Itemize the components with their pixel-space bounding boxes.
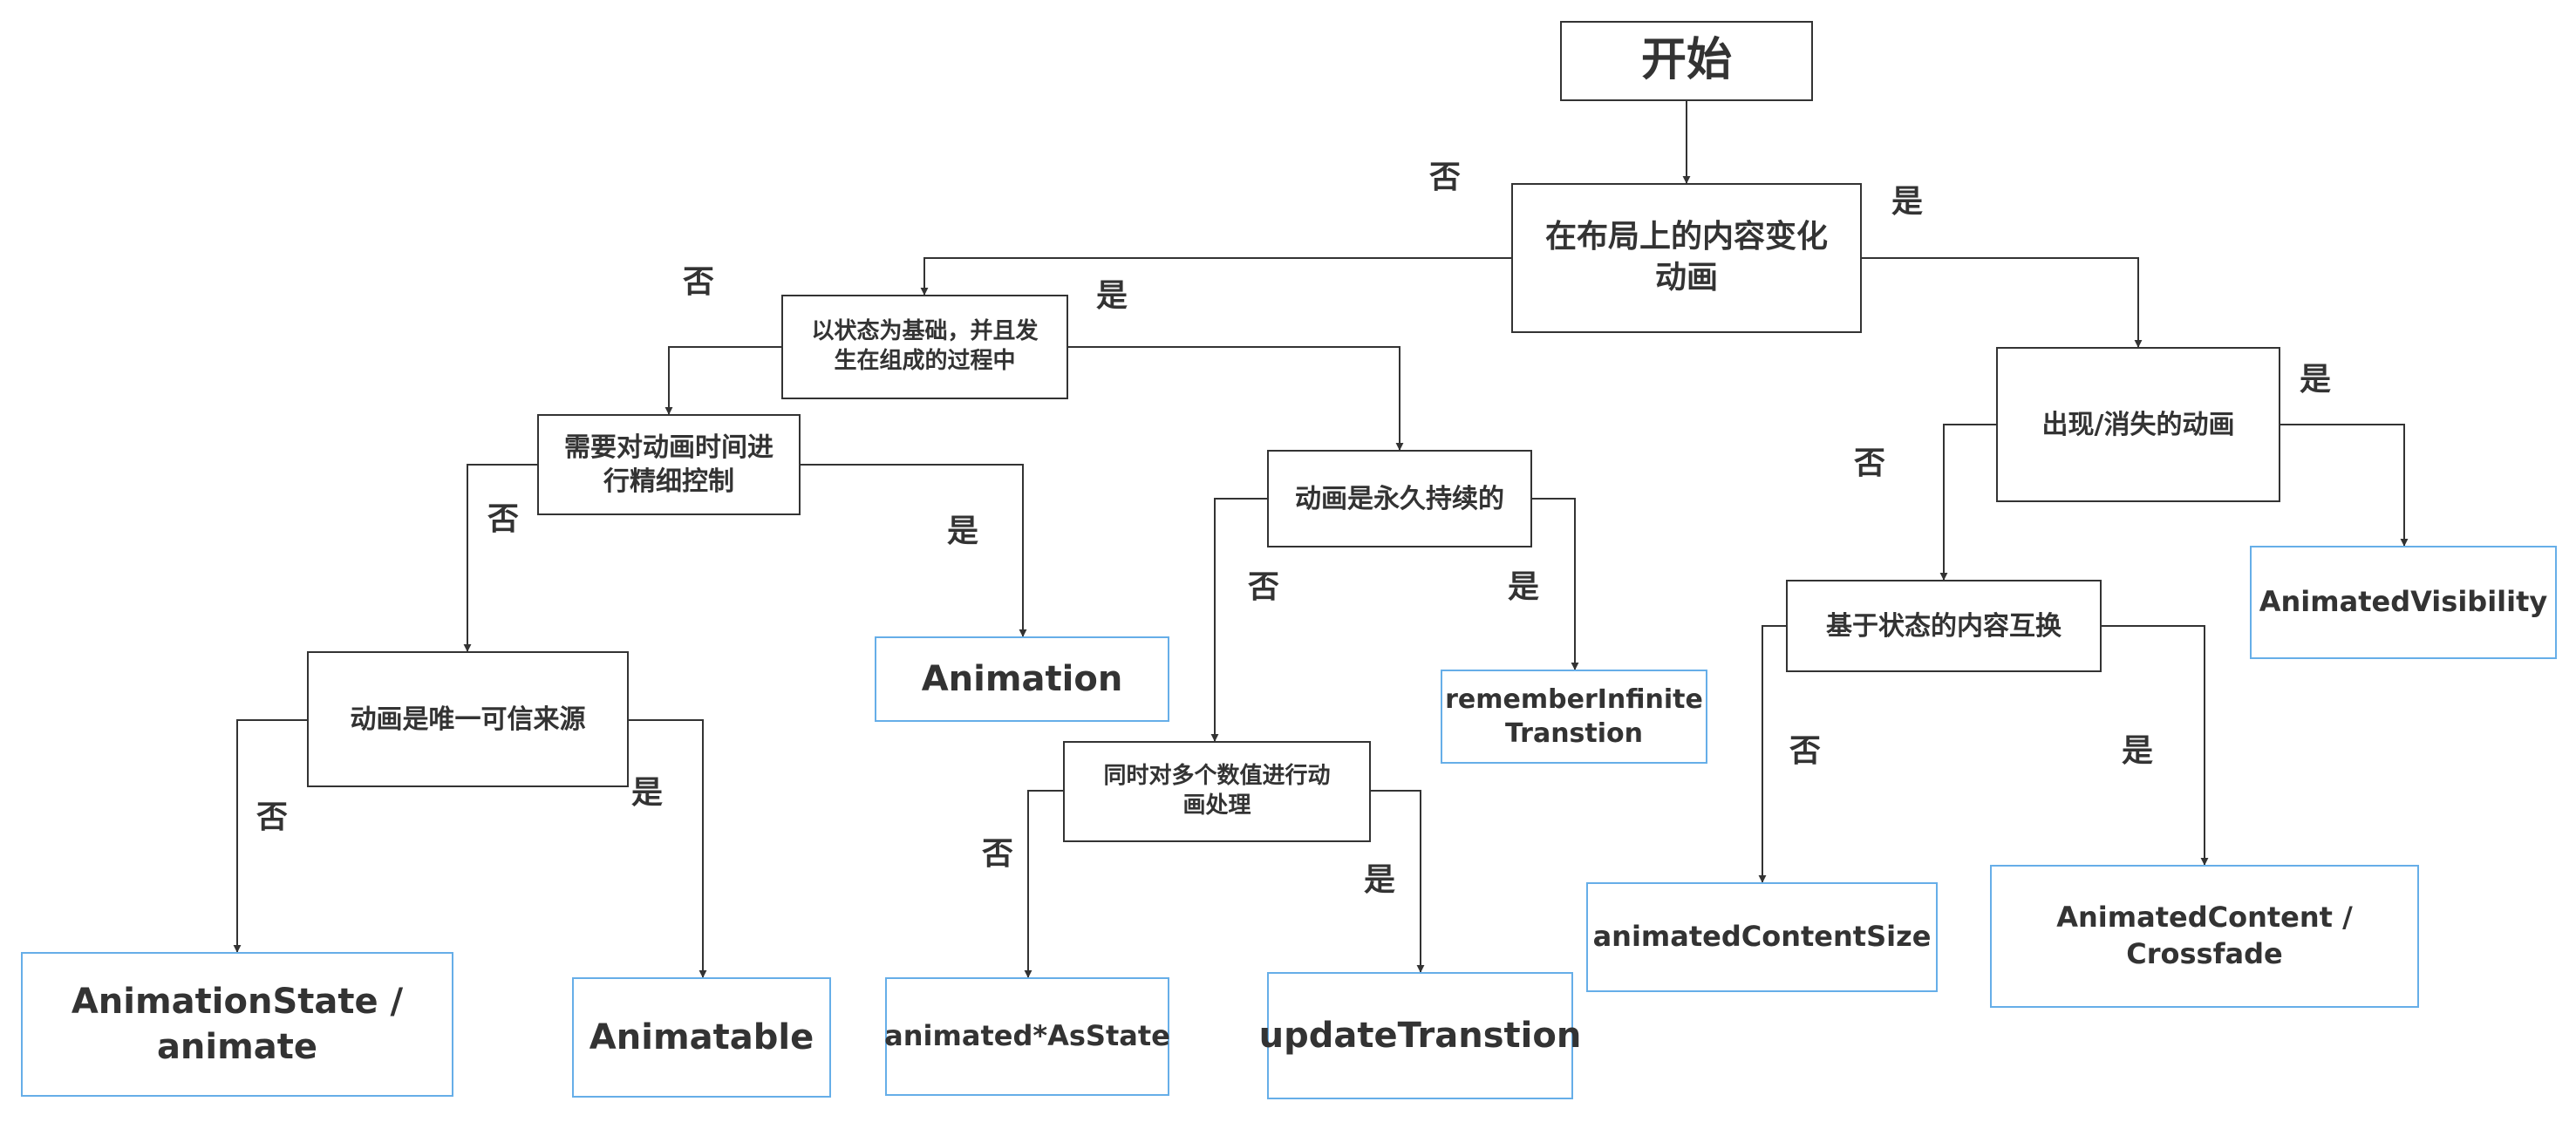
edge-infinite-yes xyxy=(1532,498,1579,670)
start-node: 开始 xyxy=(1560,21,1813,101)
edge-label-yes: 是 xyxy=(947,513,979,549)
edge-label-yes: 是 xyxy=(2122,733,2154,769)
single-source-decision: 动画是唯一可信来源 xyxy=(307,651,629,787)
animation-state-result: AnimationState / animate xyxy=(21,952,453,1097)
edge-label-yes: 是 xyxy=(1096,278,1128,314)
edge-label-yes: 是 xyxy=(2300,362,2332,398)
edge-layout-yes xyxy=(1862,257,2143,348)
layout-change-decision: 在布局上的内容变化 动画 xyxy=(1511,183,1862,333)
update-transition-result: updateTranstion xyxy=(1259,972,1581,1099)
multi-values-decision: 同时对多个数值进行动 画处理 xyxy=(1063,741,1371,842)
appear-disappear-decision: 出现/消失的动画 xyxy=(1996,347,2280,502)
edge-label-yes: 是 xyxy=(631,775,664,811)
edge-appear-no xyxy=(1939,424,1996,581)
edge-swap-yes xyxy=(2102,625,2209,866)
edge-multi-yes xyxy=(1371,790,1425,973)
edge-state-yes xyxy=(1068,346,1404,451)
edge-swap-no xyxy=(1758,625,1786,883)
edge-source-no xyxy=(233,719,307,953)
edge-label-no: 否 xyxy=(256,799,289,835)
state-based-decision: 以状态为基础，并且发 生在组成的过程中 xyxy=(781,295,1068,399)
infinite-decision: 动画是永久持续的 xyxy=(1267,450,1532,547)
edge-appear-yes xyxy=(2280,424,2409,547)
edge-timing-no xyxy=(463,464,537,652)
edge-source-yes xyxy=(629,719,707,978)
fine-timing-decision: 需要对动画时间进 行精细控制 xyxy=(537,414,801,515)
remember-infinite-transition-result: rememberInfinite Transtion xyxy=(1441,670,1707,764)
edge-label-yes: 是 xyxy=(1891,184,1924,220)
edge-label-yes: 是 xyxy=(1508,569,1540,605)
edge-label-no: 否 xyxy=(1854,445,1886,481)
animation-result: Animation xyxy=(875,636,1169,722)
animatable-result: Animatable xyxy=(572,977,831,1098)
edge-infinite-no xyxy=(1210,498,1267,742)
animated-visibility-result: AnimatedVisibility xyxy=(2250,546,2557,659)
animated-as-state-result: animated*AsState xyxy=(884,977,1170,1096)
content-swap-decision: 基于状态的内容互换 xyxy=(1786,580,2102,672)
edge-state-no xyxy=(664,346,781,415)
edge-multi-no xyxy=(1024,790,1063,978)
edge-layout-no xyxy=(920,257,1511,296)
animated-content-result: AnimatedContent / Crossfade xyxy=(1990,865,2419,1008)
edge-label-no: 否 xyxy=(487,501,520,537)
edge-label-no: 否 xyxy=(683,264,715,300)
edge-label-no: 否 xyxy=(1248,569,1280,605)
edge-timing-yes xyxy=(801,464,1027,637)
animated-content-size-result: animatedContentSize xyxy=(1586,882,1938,992)
edge-label-yes: 是 xyxy=(1364,862,1396,898)
edge-label-no: 否 xyxy=(1429,160,1462,195)
edge-label-no: 否 xyxy=(982,836,1014,872)
edge-label-no: 否 xyxy=(1789,733,1822,769)
